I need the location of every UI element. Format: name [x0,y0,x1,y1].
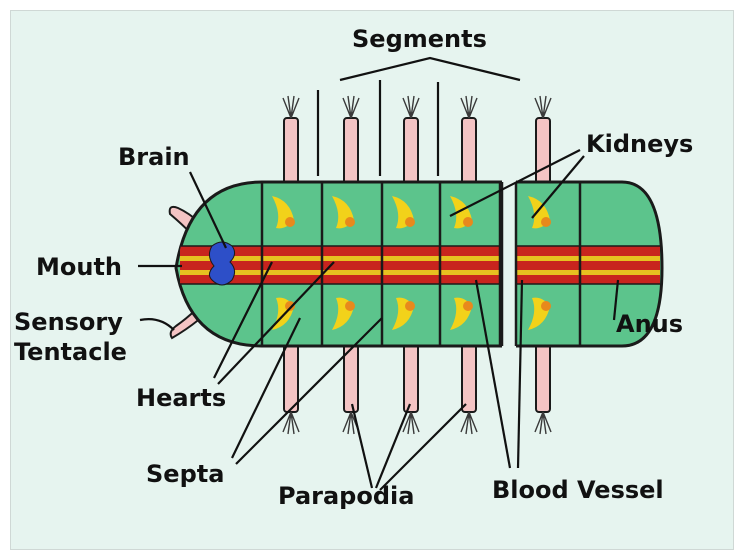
label-tentacle: Tentacle [14,338,127,366]
label-hearts: Hearts [136,384,226,412]
label-sensory: Sensory [14,308,123,336]
label-kidneys: Kidneys [586,130,693,158]
parapodium [404,342,418,412]
label-mouth: Mouth [36,253,122,281]
segment-break [502,178,516,350]
parapodium [536,342,550,412]
brain [209,242,234,285]
label-anus: Anus [616,310,683,338]
parapodia-upper [284,118,550,186]
label-parapodia: Parapodia [278,482,414,510]
parapodium [404,118,418,186]
parapodium [462,118,476,186]
parapodium [462,342,476,412]
label-segments: Segments [352,25,487,53]
label-blood-vessel: Blood Vessel [492,476,664,504]
parapodium [284,342,298,412]
parapodium [284,118,298,186]
parapodium [344,118,358,186]
gut [180,246,660,284]
label-brain: Brain [118,143,190,171]
parapodium [536,118,550,186]
label-septa: Septa [146,460,224,488]
